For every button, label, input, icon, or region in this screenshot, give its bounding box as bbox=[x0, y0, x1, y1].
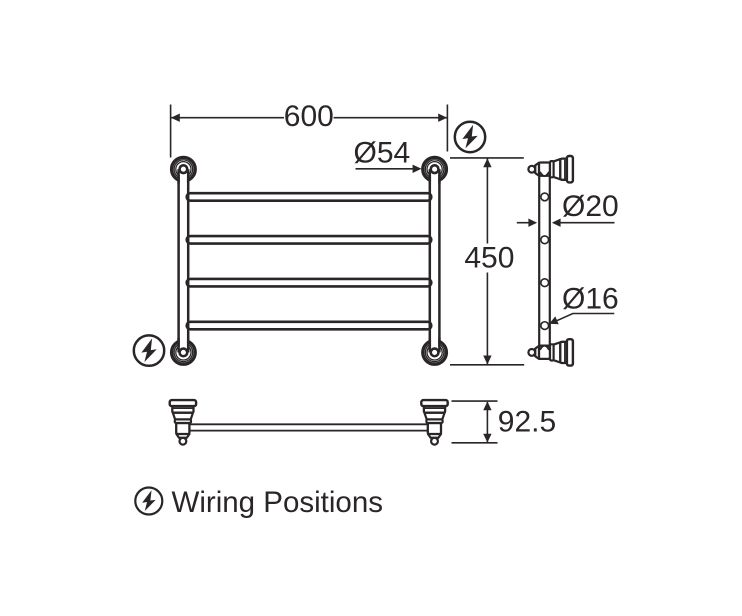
bar-end-4 bbox=[540, 320, 550, 331]
bar-end-1 bbox=[540, 192, 550, 202]
flange-bottom-left bbox=[169, 336, 197, 366]
plan-bracket-right bbox=[420, 398, 449, 446]
bar-3 bbox=[185, 277, 433, 288]
bar-diameter-label: Ø16 bbox=[562, 283, 619, 316]
flange-leader-arrow bbox=[412, 164, 422, 173]
front-view-bars bbox=[185, 191, 433, 331]
dimension-width bbox=[169, 104, 449, 158]
side-view bbox=[527, 154, 575, 367]
depth-arrow-top bbox=[483, 401, 492, 411]
post-dim-arrow-left bbox=[528, 218, 538, 227]
depth-dimension-label: 92.5 bbox=[498, 406, 556, 439]
post-dim-arrow-right bbox=[551, 218, 561, 227]
legend-wiring-icon bbox=[134, 486, 164, 516]
height-arrow-bottom bbox=[483, 355, 492, 365]
wiring-icon-circle bbox=[134, 486, 164, 516]
side-view-post bbox=[538, 169, 551, 353]
legend: Wiring Positions bbox=[134, 486, 383, 519]
plan-view bbox=[168, 398, 449, 446]
legend-label: Wiring Positions bbox=[172, 486, 383, 519]
bar-1 bbox=[185, 191, 433, 202]
dimension-depth bbox=[451, 400, 498, 444]
side-view-bar-ends bbox=[540, 192, 550, 331]
post-diameter-label: Ø20 bbox=[562, 190, 619, 223]
front-view bbox=[169, 155, 449, 366]
bar-leader-line bbox=[553, 312, 615, 323]
bar-4 bbox=[185, 320, 433, 331]
callout-flange-diameter: Ø54 bbox=[354, 137, 422, 173]
flange-hub bbox=[178, 164, 189, 175]
wiring-icon-top-right bbox=[453, 120, 487, 154]
width-dimension-label: 600 bbox=[284, 100, 334, 133]
lightning-bolt-icon bbox=[142, 490, 156, 512]
flange-hub bbox=[429, 164, 440, 175]
flange-top-right bbox=[421, 155, 449, 186]
side-post-bottom-dome bbox=[539, 344, 550, 351]
side-post-top-dome bbox=[539, 171, 550, 177]
lightning-bolt-icon bbox=[141, 338, 157, 362]
height-arrow-top bbox=[483, 158, 492, 168]
bar-leader-arrow bbox=[549, 316, 559, 325]
flange-hub bbox=[429, 347, 440, 358]
height-dimension-label: 450 bbox=[464, 242, 514, 275]
plan-view-rail bbox=[189, 423, 428, 432]
wiring-icon-circle bbox=[132, 334, 166, 368]
width-arrow-right bbox=[438, 113, 448, 122]
front-view-posts bbox=[177, 169, 441, 353]
bar-end-2 bbox=[540, 235, 550, 245]
flange-hub bbox=[178, 347, 189, 358]
dimension-post-diameter: Ø20 bbox=[516, 190, 619, 227]
callout-bar-diameter: Ø16 bbox=[549, 283, 619, 325]
width-arrow-left bbox=[170, 113, 180, 122]
bar-2 bbox=[185, 234, 433, 245]
lightning-bolt-icon bbox=[462, 124, 478, 149]
plan-bracket-left bbox=[168, 398, 198, 446]
depth-arrow-bottom bbox=[483, 433, 492, 443]
dimension-height bbox=[450, 157, 525, 366]
flange-diameter-label: Ø54 bbox=[354, 137, 411, 170]
wiring-icon-bottom-left bbox=[132, 334, 166, 368]
flange-bottom-right bbox=[421, 336, 449, 366]
bar-end-3 bbox=[540, 278, 550, 288]
flange-top-left bbox=[169, 155, 197, 186]
wiring-icon-circle bbox=[453, 120, 487, 154]
